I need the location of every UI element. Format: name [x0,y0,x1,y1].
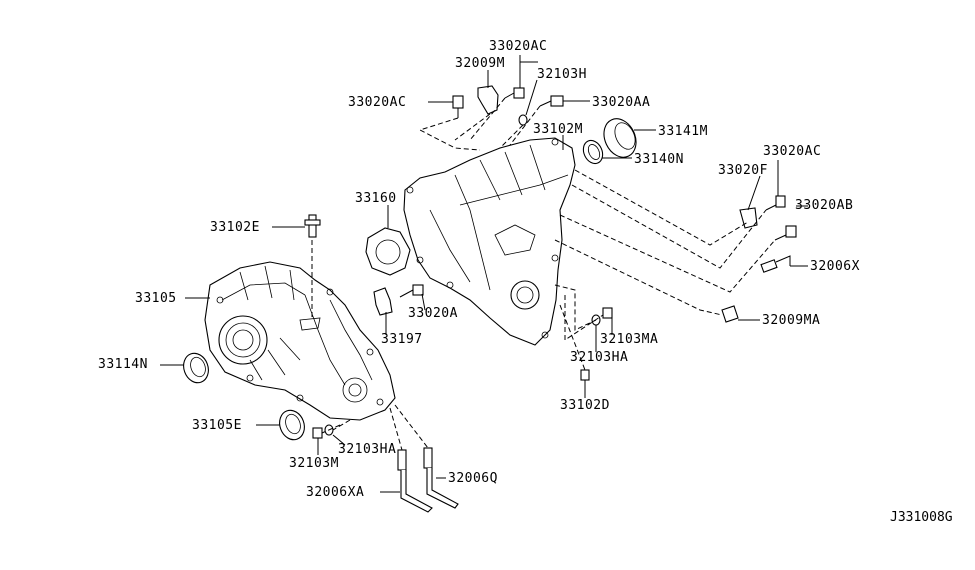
part-label-33020F[interactable]: 33020F [718,163,768,178]
oring-32103H [518,114,528,126]
part-label-32103HA-right[interactable]: 32103HA [570,350,629,365]
bracket-33197 [373,287,393,316]
part-label-33102E[interactable]: 33102E [210,220,260,235]
part-label-33020AB[interactable]: 33020AB [795,198,854,213]
bracket-32009MA [721,305,739,323]
bolt-33020AA [539,95,564,107]
part-label-32103MA[interactable]: 32103MA [600,332,659,347]
part-label-32006XA[interactable]: 32006XA [306,485,365,500]
part-label-33102D[interactable]: 33102D [560,398,610,413]
part-label-32006Q[interactable]: 32006Q [448,471,498,486]
part-label-32009M[interactable]: 32009M [455,56,505,71]
part-label-32103HA-left[interactable]: 32103HA [338,442,397,457]
part-label-33102M[interactable]: 33102M [533,122,583,137]
part-label-33140N[interactable]: 33140N [634,152,684,167]
part-label-32103H[interactable]: 32103H [537,67,587,82]
bolt-33020AB [774,225,797,241]
seal-33105E [279,409,305,441]
front-case-33105 [204,261,396,421]
part-label-32009MA[interactable]: 32009MA [762,313,821,328]
part-label-33020AC-right[interactable]: 33020AC [763,144,822,159]
diagram-reference-code: J331008G [890,510,953,525]
bolt-33020A [399,284,424,298]
bolt-33020AC-top-left [452,95,464,118]
bolt-33020AC-top [504,87,525,99]
part-label-33160[interactable]: 33160 [355,191,397,206]
bracket-32009M [477,85,499,115]
seal-33141M [603,118,637,158]
plug-32103MA [602,307,613,319]
ring-33140N [582,139,604,165]
part-label-33141M[interactable]: 33141M [658,124,708,139]
gasket-33160 [365,227,411,276]
part-label-33105[interactable]: 33105 [135,291,177,306]
bolt-33020AC-right [765,195,786,211]
part-label-32103M[interactable]: 32103M [289,456,339,471]
part-label-33020AC-top[interactable]: 33020AC [489,39,548,54]
switch-32006Q [423,447,459,509]
switch-32006X [760,255,791,273]
part-label-33105E[interactable]: 33105E [192,418,242,433]
seal-33114N [183,352,209,384]
part-label-33114N[interactable]: 33114N [98,357,148,372]
part-label-32006X[interactable]: 32006X [810,259,860,274]
bracket-33020F [739,207,758,229]
plug-32103M [312,427,323,439]
part-label-33020AC-left[interactable]: 33020AC [348,95,407,110]
pin-33102D [580,369,590,381]
part-label-33020A[interactable]: 33020A [408,306,458,321]
sensor-33102E [304,214,321,238]
part-label-33197[interactable]: 33197 [381,332,423,347]
part-label-33020AA[interactable]: 33020AA [592,95,651,110]
